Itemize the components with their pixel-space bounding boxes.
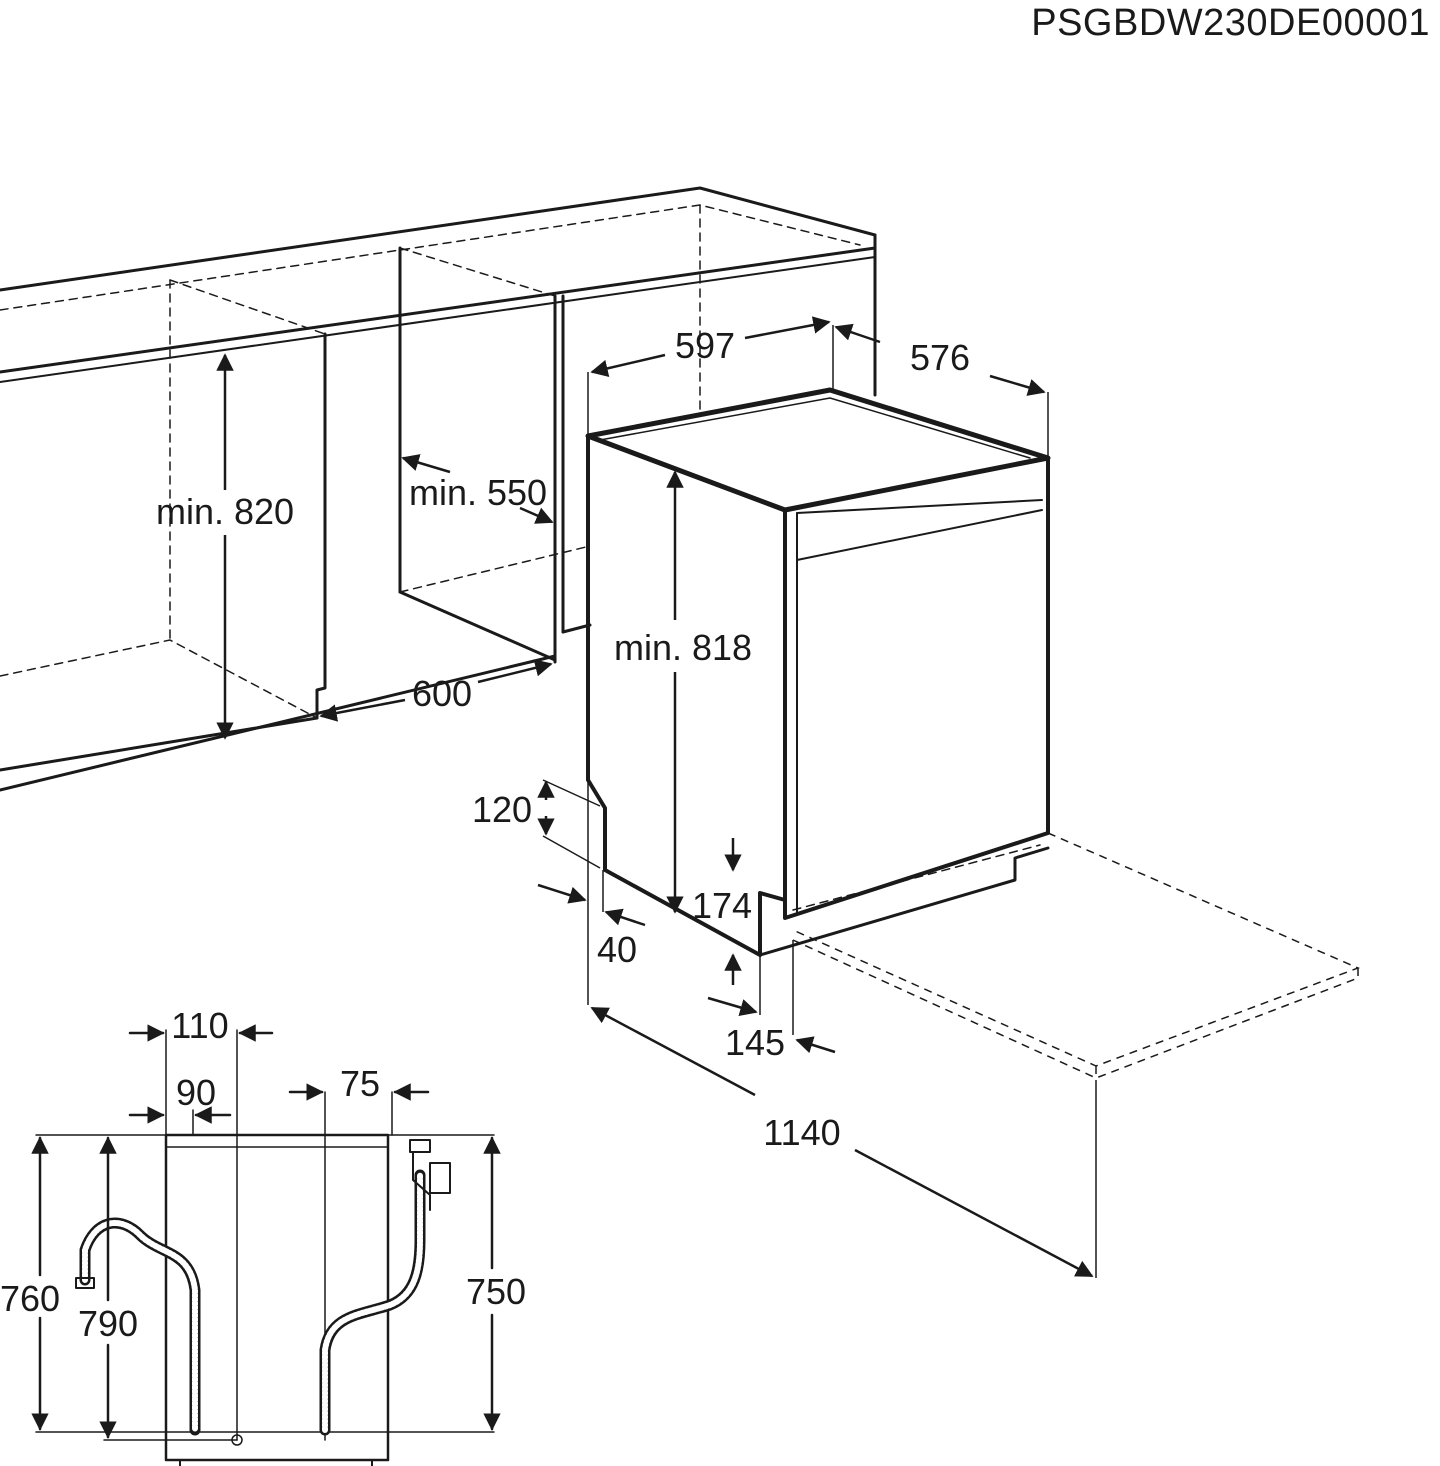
label-hose-75: 75 (340, 1063, 380, 1104)
label-width: 597 (675, 325, 735, 366)
label-appliance-height: min. 818 (614, 627, 752, 668)
dimension-lines (216, 316, 1097, 1278)
label-hose-750: 750 (466, 1271, 526, 1312)
label-hose-110: 110 (171, 1005, 228, 1046)
label-hose-760: 760 (0, 1278, 60, 1319)
dimension-labels: 597 576 min. 820 min. 550 600 min. 818 1… (0, 325, 970, 1344)
label-plinth-height: 120 (472, 789, 532, 830)
document-code: PSGBDW230DE00001 (1031, 2, 1430, 44)
hose-connection-diagram (31, 1024, 501, 1466)
label-hose-790: 790 (78, 1303, 138, 1344)
label-niche-depth: min. 550 (409, 472, 547, 513)
label-hose-90: 90 (176, 1072, 216, 1113)
door-open-footprint (792, 832, 1360, 1080)
dishwasher-body (585, 387, 1051, 957)
label-depth: 576 (910, 337, 970, 378)
label-cabinet-height: min. 820 (156, 491, 294, 532)
label-door-offset: 145 (725, 1022, 785, 1063)
label-door-open-depth: 1140 (763, 1112, 840, 1153)
label-niche-width: 600 (412, 673, 472, 714)
label-foot-adjust: 174 (692, 885, 752, 926)
kitchen-cabinet-outline (0, 186, 877, 792)
label-plinth-recess: 40 (597, 929, 637, 970)
